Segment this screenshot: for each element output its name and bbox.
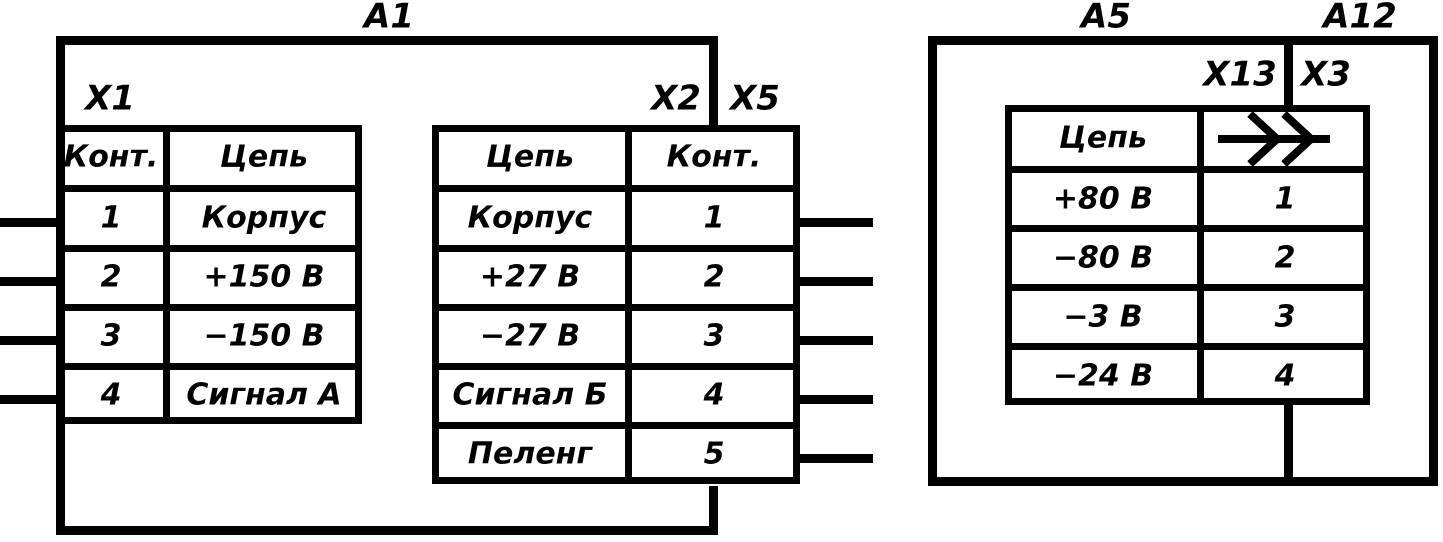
connector-label-x1: X1 <box>83 79 135 119</box>
connector-table-x1: Конт. Цепь 1 Корпус 2 +150 В 3 −150 В 4 … <box>56 125 362 424</box>
x13-row-2-pin: 2 <box>1275 241 1296 276</box>
x1-row-2-pin: 2 <box>101 260 122 295</box>
x2-row-1-circuit: Корпус <box>468 201 593 236</box>
arrow-double-chevron-icon <box>1218 111 1330 167</box>
x13-row-3-pin: 3 <box>1275 300 1296 335</box>
x1-table-outline <box>56 125 362 424</box>
x2-row-2-pin: 2 <box>704 260 725 295</box>
x13-row-4-circuit: −24 В <box>1053 359 1153 394</box>
x1-wire-stubs <box>0 218 60 404</box>
x1-row-4-pin: 4 <box>100 378 122 413</box>
x1-row-1-pin: 1 <box>101 201 122 236</box>
x5-wire-stubs <box>796 218 873 463</box>
x1-row-1-circuit: Корпус <box>202 201 327 236</box>
x13-row-1-pin: 1 <box>1275 182 1296 217</box>
x2-row-2-circuit: +27 В <box>480 260 580 295</box>
connector-label-x13: X13 <box>1201 55 1277 95</box>
x13-row-4-pin: 4 <box>1274 359 1296 394</box>
block-a5 <box>928 36 1438 486</box>
x13-header-circuit: Цепь <box>1059 121 1147 156</box>
x13-row-2-circuit: −80 В <box>1053 241 1153 276</box>
x2-row-3-pin: 3 <box>704 319 725 354</box>
x2-header-circuit: Цепь <box>486 140 574 175</box>
x13-row-1-circuit: +80 В <box>1053 182 1153 217</box>
connector-label-x2: X2 <box>649 79 701 119</box>
x2-row-5-circuit: Пеленг <box>468 437 594 472</box>
x2-row-3-circuit: −27 В <box>480 319 580 354</box>
x1-row-3-circuit: −150 В <box>203 319 324 354</box>
x13-table-outline <box>1005 105 1370 405</box>
x2-row-1-pin: 1 <box>704 201 725 236</box>
x1-row-2-circuit: +150 В <box>203 260 324 295</box>
connector-table-x13: Цепь +80 В 1 −80 В 2 −3 В 3 −24 В 4 <box>1005 105 1370 405</box>
connector-table-x2: Цепь Конт. Корпус 1 +27 В 2 −27 В 3 Сигн… <box>432 125 800 484</box>
x2-row-4-pin: 4 <box>703 378 725 413</box>
x1-header-pin: Конт. <box>64 140 159 175</box>
block-label-a12: A12 <box>1320 0 1397 37</box>
connector-label-x5: X5 <box>728 79 780 119</box>
x1-row-3-pin: 3 <box>101 319 122 354</box>
x2-row-5-pin: 5 <box>704 437 725 472</box>
x2-header-pin: Конт. <box>667 140 762 175</box>
block-a1 <box>56 36 718 535</box>
x2-row-4-circuit: Сигнал Б <box>453 378 608 413</box>
block-label-a1: A1 <box>361 0 414 37</box>
x1-row-4-circuit: Сигнал А <box>186 378 341 413</box>
block-label-a5: A5 <box>1078 0 1131 37</box>
connector-label-x3: X3 <box>1299 55 1351 95</box>
x1-header-circuit: Цепь <box>220 140 308 175</box>
x13-row-3-circuit: −3 В <box>1063 300 1142 335</box>
